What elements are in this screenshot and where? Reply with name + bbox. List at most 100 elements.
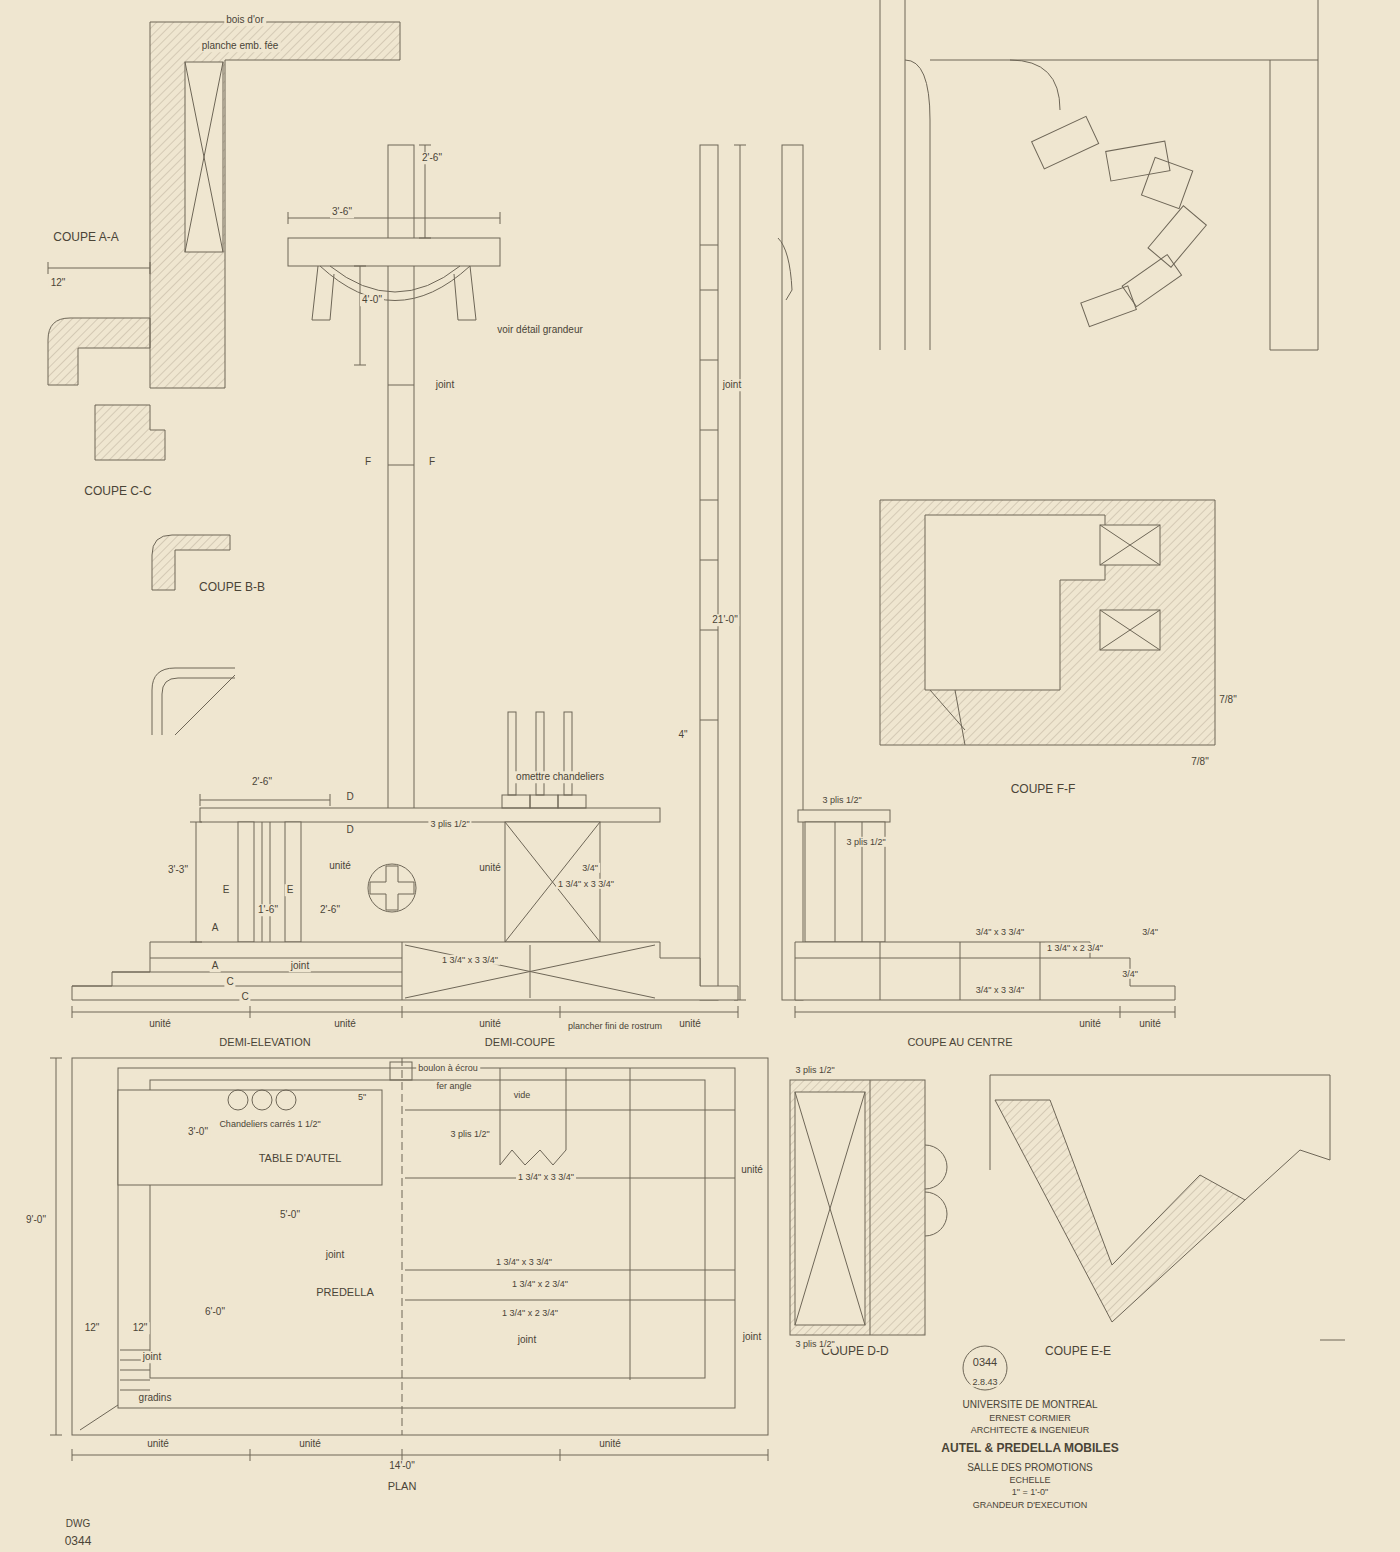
drawing-label: COUPE A-A [51, 231, 120, 245]
drawing-label: 12" [83, 1322, 102, 1334]
drawing-label: 1" = 1'-0" [1010, 1487, 1050, 1497]
drawing-label: E [285, 884, 296, 896]
drawing-label: gradins [137, 1392, 174, 1404]
drawing-label: unité [1077, 1018, 1103, 1030]
drawing-label: Chandeliers carrés 1 1/2" [217, 1119, 322, 1129]
drawing-label: unité [332, 1018, 358, 1030]
drawing-label: C [224, 976, 235, 988]
drawing-label: 12" [49, 277, 68, 289]
drawing-label: 2'-6" [318, 904, 342, 916]
drawing-label: 1 3/4" x 3 3/4" [556, 879, 616, 889]
drawing-label: omettre chandeliers [514, 771, 606, 783]
drawing-label: SALLE DES PROMOTIONS [965, 1462, 1095, 1474]
drawing-label: ERNEST CORMIER [987, 1413, 1072, 1423]
drawing-label: DEMI-COUPE [483, 1036, 557, 1049]
drawing-label: 2'-6" [420, 152, 444, 164]
drawing-title: AUTEL & PREDELLA MOBILES [939, 1442, 1120, 1456]
drawing-label: 3/4" x 3 3/4" [974, 927, 1026, 937]
drawing-label: A [210, 922, 221, 934]
drawing-label: UNIVERSITE DE MONTREAL [960, 1399, 1099, 1411]
drawing-label: 7/8" [1217, 694, 1238, 706]
drawing-label: 3 plis 1/2" [448, 1129, 491, 1139]
drawing-label: 3 plis 1/2" [820, 795, 863, 805]
drawing-label: unité [477, 862, 503, 874]
drawing-label: TABLE D'AUTEL [257, 1152, 344, 1165]
drawing-label: 1 3/4" x 2 3/4" [500, 1308, 560, 1318]
drawing-label: 3/4" [580, 863, 600, 873]
drawing-label: joint [141, 1351, 163, 1363]
drawing-label: 1'-6" [256, 904, 280, 916]
drawing-label: 4" [676, 729, 689, 741]
drawing-label: 3 plis 1/2" [428, 819, 471, 829]
drawing-label: 5" [356, 1092, 368, 1102]
drawing-label: 3'-0" [186, 1126, 210, 1138]
drawing-label: COUPE C-C [82, 485, 153, 499]
drawing-label: plancher fini de rostrum [566, 1021, 664, 1031]
drawing-label: 3/4" [1140, 927, 1160, 937]
drawing-label: 3'-6" [330, 206, 354, 218]
drawing-label: unité [147, 1018, 173, 1030]
drawing-label: 0344 [63, 1535, 94, 1549]
drawing-label: 14'-0" [387, 1460, 416, 1472]
drawing-label: 2.8.43 [970, 1377, 999, 1387]
drawing-label: 3/4" x 3 3/4" [974, 985, 1026, 995]
drawing-label: 9'-0" [24, 1214, 48, 1226]
drawing-label: unité [145, 1438, 171, 1450]
drawing-label: unité [1137, 1018, 1163, 1030]
drawing-label: E [221, 884, 232, 896]
drawing-label: COUPE AU CENTRE [905, 1036, 1014, 1049]
drawing-label: 1 3/4" x 3 3/4" [440, 955, 500, 965]
drawing-label: 3'-3" [166, 864, 190, 876]
drawing-label: 7/8" [1189, 756, 1210, 768]
drawing-label: COUPE B-B [197, 581, 267, 595]
drawing-label: 1 3/4" x 2 3/4" [1045, 943, 1105, 953]
drawing-label: F [427, 456, 437, 468]
drawing-label: 6'-0" [203, 1306, 227, 1318]
drawing-label: D [344, 791, 355, 803]
drawing-label: joint [741, 1331, 763, 1343]
drawing-label: GRANDEUR D'EXECUTION [971, 1500, 1090, 1510]
drawing-label: unité [327, 860, 353, 872]
drawing-label: unité [297, 1438, 323, 1450]
drawing-label: COUPE F-F [1009, 783, 1078, 797]
drawing-label: 4'-0" [360, 294, 384, 306]
drawing-label: ARCHITECTE & INGENIEUR [969, 1425, 1092, 1435]
drawing-label: joint [324, 1249, 346, 1261]
drawing-label: unité [477, 1018, 503, 1030]
drawing-label: unité [597, 1438, 623, 1450]
drawing-label: joint [289, 960, 311, 972]
drawing-label: COUPE E-E [1043, 1345, 1113, 1359]
drawing-label: planche emb. fée [200, 40, 281, 52]
drawing-label: D [344, 824, 355, 836]
drawing-label: 1 3/4" x 3 3/4" [516, 1172, 576, 1182]
drawing-label: 3/4" [1120, 969, 1140, 979]
drawing-label: 3 plis 1/2" [793, 1065, 836, 1075]
drawing-label: 3 plis 1/2" [844, 837, 887, 847]
drawing-label: joint [721, 379, 743, 391]
drawing-label: joint [434, 379, 456, 391]
drawing-label: unité [677, 1018, 703, 1030]
drawing-label: 3 plis 1/2" [793, 1339, 836, 1349]
drawing-label: 2'-6" [250, 776, 274, 788]
drawing-label: A [210, 960, 221, 972]
drawing-label: boulon à écrou [416, 1063, 480, 1073]
drawing-label: C [239, 991, 250, 1003]
drawing-label: F [363, 456, 373, 468]
drawing-label: joint [516, 1334, 538, 1346]
drawing-label: 1 3/4" x 2 3/4" [510, 1279, 570, 1289]
drawing-label: 21'-0" [710, 614, 739, 626]
drawing-label: fer angle [434, 1081, 473, 1091]
drawing-label: voir détail grandeur [495, 324, 585, 336]
drawing-label: ECHELLE [1007, 1475, 1052, 1485]
drawing-label: 1 3/4" x 3 3/4" [494, 1257, 554, 1267]
drawing-label: DWG [64, 1518, 92, 1530]
drawing-label: PLAN [386, 1480, 419, 1493]
drawing-label: 5'-0" [278, 1209, 302, 1221]
drawing-label: DEMI-ELEVATION [217, 1036, 312, 1049]
drawing-label: 12" [131, 1322, 150, 1334]
drawing-label: unité [739, 1164, 765, 1176]
drawing-label: bois d'or [224, 14, 266, 26]
drawing-label: PREDELLA [314, 1286, 375, 1299]
drawing-label: 0344 [971, 1356, 999, 1369]
